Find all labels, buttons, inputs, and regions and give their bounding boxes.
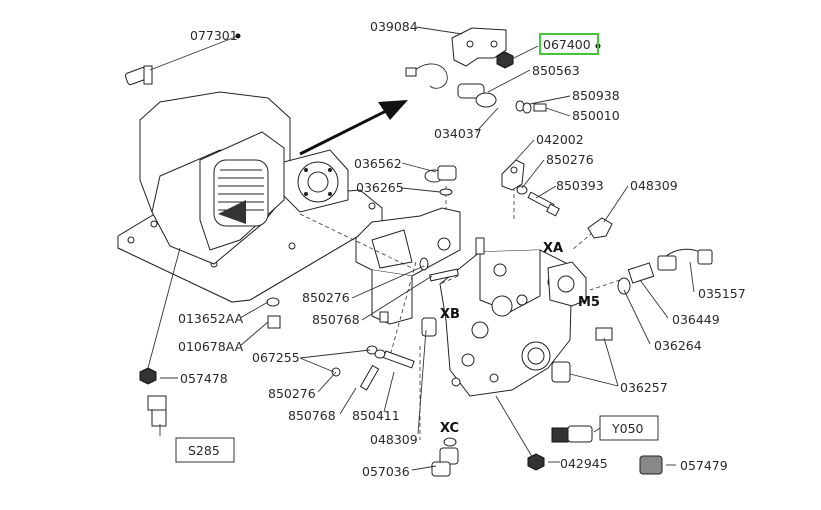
label-048309-top[interactable]: 048309 [630, 178, 678, 193]
label-036257[interactable]: 036257 [620, 380, 668, 395]
valve-block[interactable] [439, 249, 587, 397]
label-010678AA[interactable]: 010678AA [178, 339, 244, 354]
label-077301[interactable]: 077301 [190, 28, 238, 43]
label-057036[interactable]: 057036 [362, 464, 410, 479]
label-850276-low[interactable]: 850276 [268, 386, 316, 401]
washers-850563-850938 [515, 100, 547, 114]
label-057479[interactable]: 057479 [680, 458, 728, 473]
label-850938[interactable]: 850938 [572, 88, 620, 103]
oring-036265 [439, 188, 453, 196]
fitting-057036[interactable] [431, 437, 459, 477]
part-labels: 077301 039084 067400 850563 850938 85001… [175, 19, 746, 479]
bolts-850276-850768[interactable] [419, 257, 459, 282]
label-035157[interactable]: 035157 [698, 286, 746, 301]
label-850768-mid[interactable]: 850768 [312, 312, 360, 327]
elbow-048309-top[interactable] [587, 217, 613, 239]
union-036449[interactable] [617, 262, 655, 295]
flange-mount [283, 149, 349, 213]
washers-lower [331, 345, 415, 391]
label-XC[interactable]: XC [440, 421, 459, 436]
adapter-block[interactable] [355, 207, 485, 325]
fan-grille [213, 159, 269, 227]
label-067400-highlight [539, 33, 599, 55]
label-850276-mid[interactable]: 850276 [302, 290, 350, 305]
hose-035157[interactable] [657, 248, 713, 271]
engine-housing[interactable] [139, 91, 349, 265]
label-034037[interactable]: 034037 [434, 126, 482, 141]
fitting-036264[interactable] [595, 327, 613, 341]
fitting-XB[interactable] [421, 317, 437, 337]
label-Y050[interactable]: Y050 [611, 421, 644, 436]
label-036562[interactable]: 036562 [354, 156, 402, 171]
label-S285[interactable]: S285 [188, 443, 220, 458]
label-042945[interactable]: 042945 [560, 456, 608, 471]
label-850393[interactable]: 850393 [556, 178, 604, 193]
label-036265[interactable]: 036265 [356, 180, 404, 195]
label-850010[interactable]: 850010 [572, 108, 620, 123]
label-Y050-box [599, 415, 659, 441]
label-042002[interactable]: 042002 [536, 132, 584, 147]
nut-057478[interactable] [139, 367, 157, 385]
sensor-harness[interactable] [405, 63, 497, 108]
fitting-036257[interactable] [551, 361, 571, 383]
nut-067400[interactable] [496, 51, 514, 69]
label-XA[interactable]: XA [543, 241, 563, 256]
sensor-S285[interactable] [147, 395, 167, 427]
bracket-039084[interactable] [451, 27, 507, 67]
plug-013652AA[interactable] [266, 297, 281, 329]
label-057478[interactable]: 057478 [180, 371, 228, 386]
label-S285-box [175, 437, 235, 463]
label-850563[interactable]: 850563 [532, 63, 580, 78]
label-067400[interactable]: 067400 [543, 37, 591, 52]
sensor-Y050[interactable] [551, 425, 593, 443]
label-850411[interactable]: 850411 [352, 408, 400, 423]
label-039084[interactable]: 039084 [370, 19, 418, 34]
cap-057479[interactable] [639, 455, 663, 475]
label-048309-low[interactable]: 048309 [370, 432, 418, 447]
leader-lines [147, 26, 695, 471]
label-M5[interactable]: M5 [578, 295, 600, 310]
fitting-036562[interactable] [424, 165, 457, 183]
direction-arrow [299, 100, 408, 156]
label-036264[interactable]: 036264 [654, 338, 702, 353]
label-850276-top[interactable]: 850276 [546, 152, 594, 167]
label-067255[interactable]: 067255 [252, 350, 300, 365]
label-XB[interactable]: XB [440, 307, 460, 322]
bolt-850393[interactable] [527, 191, 560, 217]
nut-042945[interactable] [527, 453, 545, 471]
label-850768-low[interactable]: 850768 [288, 408, 336, 423]
plate-042002[interactable] [501, 159, 528, 195]
fitting-077301[interactable] [124, 65, 153, 86]
label-036449[interactable]: 036449 [672, 312, 720, 327]
label-013652AA[interactable]: 013652AA [178, 311, 244, 326]
